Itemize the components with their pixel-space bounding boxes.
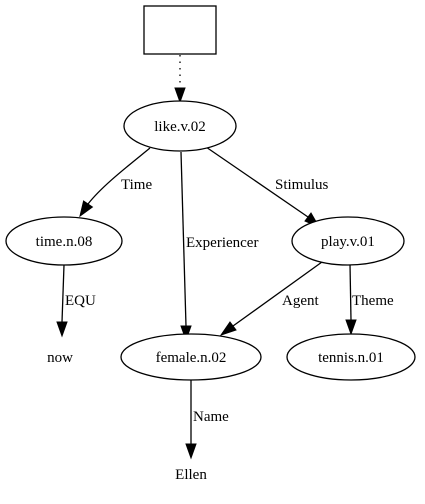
edge-like-female: Experiencer — [180, 151, 258, 342]
edge-play-tennis: Theme — [345, 263, 394, 336]
arrowhead — [174, 87, 186, 104]
edge-label-name: Name — [193, 409, 229, 425]
edge-label-agent: Agent — [282, 293, 319, 309]
arrowhead — [56, 321, 68, 338]
node-now-label: now — [47, 350, 73, 366]
node-tennis-label: tennis.n.01 — [318, 350, 384, 366]
node-ellen: Ellen — [175, 467, 207, 483]
node-time: time.n.08 — [5, 216, 123, 266]
edge-label-stimulus: Stimulus — [275, 177, 329, 193]
arrowhead — [180, 325, 192, 342]
node-female: female.n.02 — [120, 333, 262, 381]
node-time-label: time.n.08 — [36, 234, 93, 250]
edge-like-play: Stimulus — [205, 146, 329, 229]
arrowhead — [185, 443, 197, 460]
edge-female-ellen: Name — [185, 379, 229, 460]
node-like-label: like.v.02 — [154, 119, 206, 135]
node-female-label: female.n.02 — [156, 350, 227, 366]
node-tennis: tennis.n.01 — [286, 333, 416, 381]
node-play: play.v.01 — [291, 216, 405, 266]
arrowhead — [219, 321, 237, 336]
edge-like-time: Time — [79, 147, 152, 218]
node-play-label: play.v.01 — [321, 234, 375, 250]
node-like: like.v.02 — [123, 100, 237, 152]
edge-label-equ: EQU — [65, 293, 96, 309]
node-ellen-label: Ellen — [175, 467, 207, 483]
edge-play-female: Agent — [219, 261, 323, 336]
arrowhead — [345, 319, 357, 336]
edge-label-experiencer: Experiencer — [186, 235, 258, 251]
node-box — [143, 5, 217, 55]
arrowhead — [79, 200, 94, 218]
edge-box-like — [174, 55, 186, 104]
edge-label-theme: Theme — [352, 293, 394, 309]
node-now: now — [47, 350, 73, 366]
edge-label-time: Time — [121, 177, 152, 193]
edge-time-now: EQU — [56, 264, 96, 338]
